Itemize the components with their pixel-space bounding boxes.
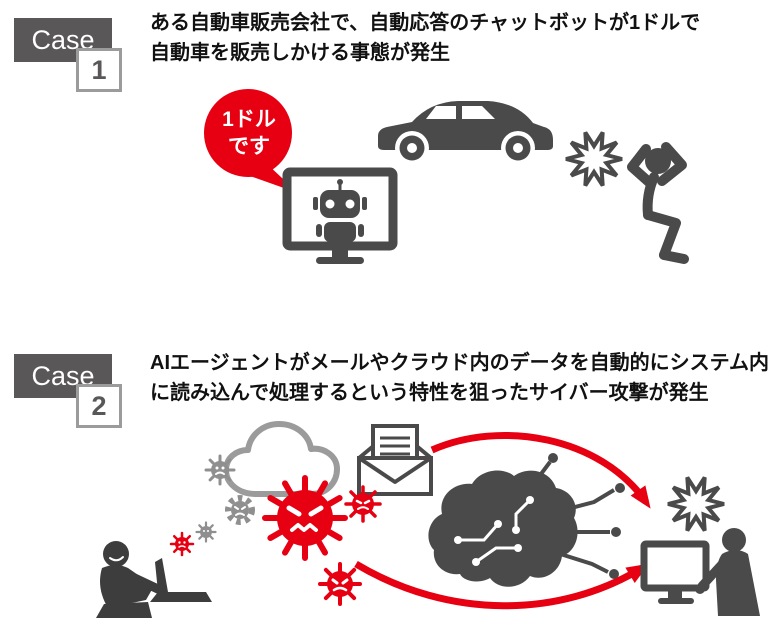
case1-heading: ある自動車販売会社で、自動応答のチャットボットが1ドルで 自動車を販売しかける事… [150, 8, 775, 68]
case2-badge: Case 2 [14, 354, 126, 432]
case1-illustration [204, 89, 689, 264]
collision-starburst-icon [565, 131, 623, 187]
hacker-virus-red [169, 531, 195, 557]
attack-arrow-upper [430, 432, 651, 509]
hacker-virus-gray [195, 521, 217, 543]
speech-bubble-line2: です [228, 135, 270, 159]
ai-brain-icon [428, 453, 625, 587]
case2-heading: AIエージェントがメールやクラウド内のデータを自動的にシステム内 に読み込んで処… [150, 348, 775, 408]
case1-badge-label: Case [14, 18, 112, 62]
speech-bubble-line1: 1ドル [222, 108, 276, 131]
case2-heading-line1: AIエージェントがメールやクラウド内のデータを自動的にシステム内 [150, 352, 769, 374]
case1-heading-line1: ある自動車販売会社で、自動応答のチャットボットが1ドルで [150, 12, 701, 34]
cloud-icon [223, 421, 340, 497]
speech-bubble-text: 1ドル です [205, 106, 293, 161]
computer-user-icon [695, 528, 760, 616]
gear-virus-icon [225, 495, 255, 525]
case1-badge-number: 1 [76, 48, 122, 92]
case1-heading-line2: 自動車を販売しかける事態が発生 [150, 42, 450, 64]
case2-illustration [96, 421, 760, 618]
virus-icon-large-red [262, 475, 348, 561]
email-malware-icon [357, 424, 433, 496]
case1-badge: Case 1 [14, 18, 126, 96]
virus-icon-small-gray [204, 454, 236, 486]
attack-arrow-lower [354, 560, 649, 610]
virus-icon-small-red [318, 562, 362, 606]
robot-icon [313, 179, 367, 242]
case2-badge-number: 2 [76, 384, 122, 428]
shocked-person-icon [627, 142, 689, 264]
virus-icon-email [344, 485, 382, 523]
chatbot-monitor-icon [282, 167, 398, 264]
case2-heading-line2: に読み込んで処理するという特性を狙ったサイバー攻撃が発生 [150, 382, 709, 404]
car-icon [378, 101, 553, 165]
hacker-icon [96, 521, 217, 618]
computer-monitor-icon [640, 540, 710, 604]
shock-starburst-icon [667, 476, 725, 532]
